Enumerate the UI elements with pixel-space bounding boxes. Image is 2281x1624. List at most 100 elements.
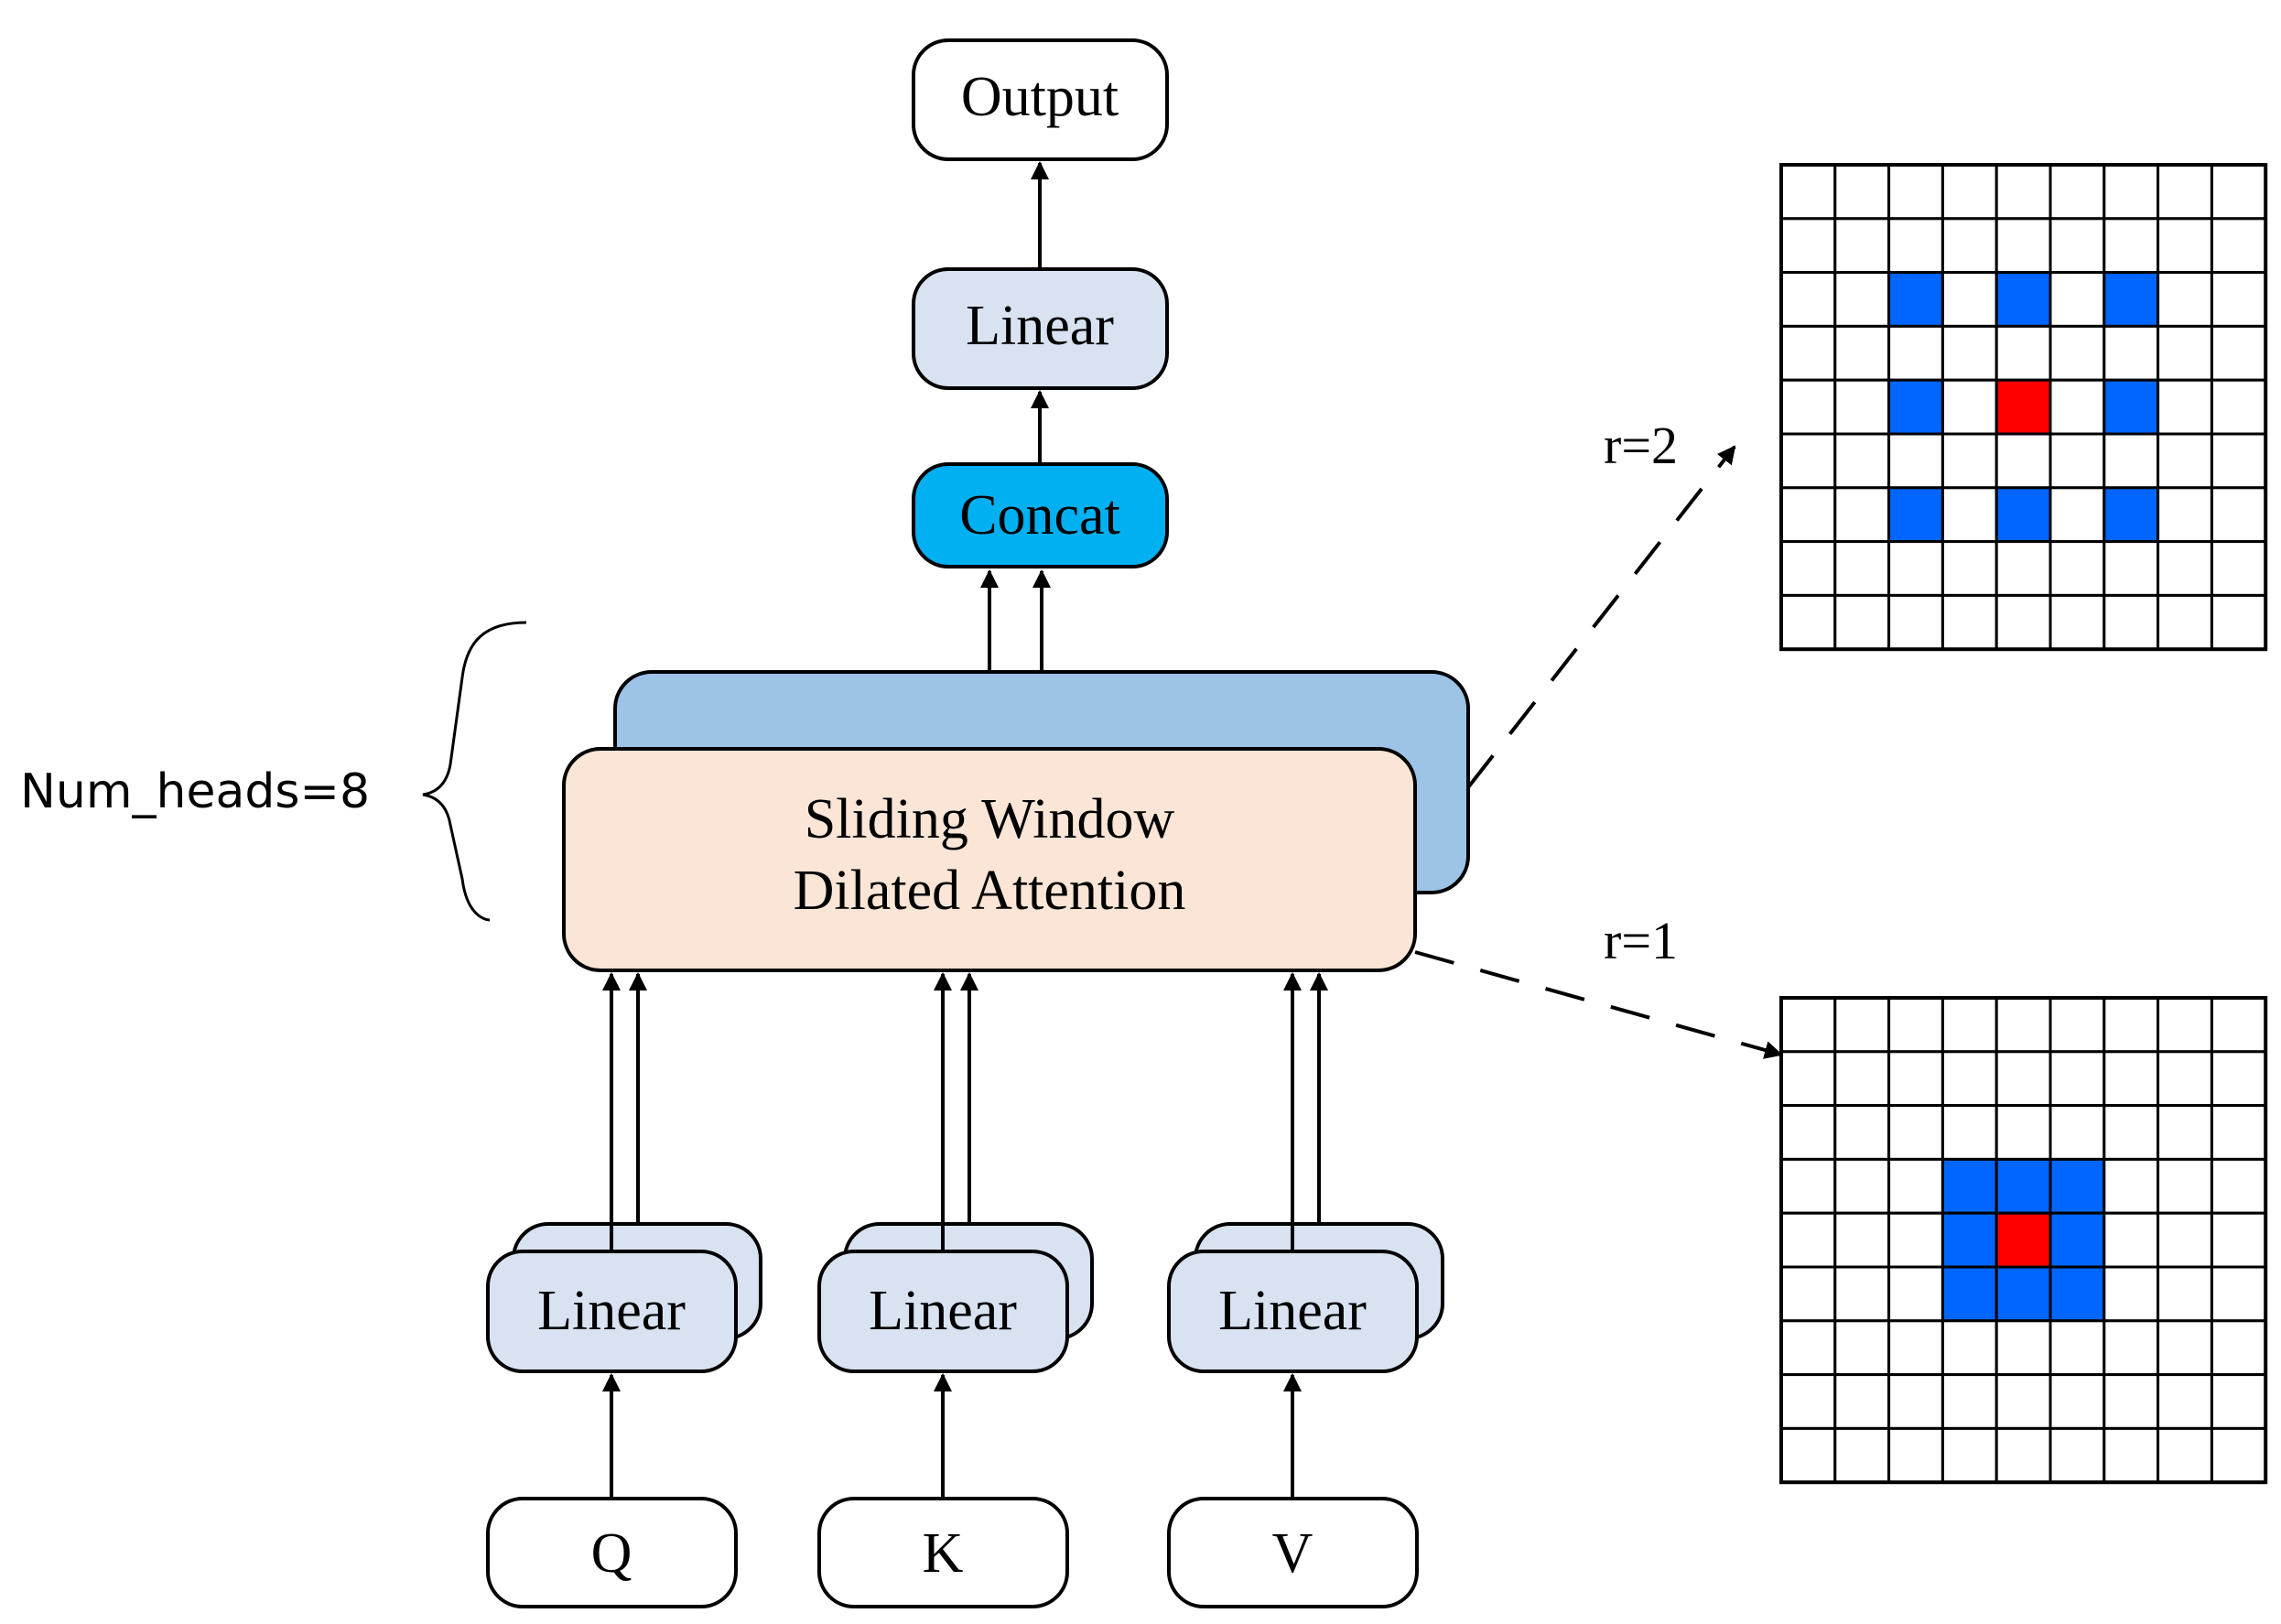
grid-cell-r1 <box>1833 1211 1891 1269</box>
grid-cell-r1 <box>1940 1050 1998 1108</box>
grid-cell-r2 <box>2157 540 2213 597</box>
grid-cell-r2 <box>1995 593 2052 651</box>
grid-cell-r1 <box>1779 1050 1837 1108</box>
grid-cell-r2 <box>1995 540 2052 597</box>
grid-cell-neighbor-r2 <box>1887 271 1944 328</box>
grid-cell-r1 <box>1833 1104 1891 1161</box>
grid-cell-r2 <box>2210 540 2267 597</box>
grid-cell-r2 <box>1779 593 1837 651</box>
grid-cell-r1 <box>2210 1211 2267 1269</box>
grid-cell-r2 <box>1940 432 1998 490</box>
grid-cell-r1 <box>2049 1426 2106 1484</box>
grid-cell-r2 <box>1833 271 1891 328</box>
grid-cell-r2 <box>1995 324 2052 382</box>
grid-cell-r2 <box>1833 486 1891 544</box>
grid-cell-r2 <box>1833 217 1891 275</box>
grid-cell-r1 <box>2157 996 2213 1054</box>
grid-cell-r1 <box>1995 1104 2052 1161</box>
grid-cell-r1 <box>1779 1426 1837 1484</box>
grid-cell-r1 <box>1995 1373 2052 1430</box>
output-label: Output <box>961 66 1119 128</box>
grid-cell-r1 <box>2210 996 2267 1054</box>
grid-cell-r1 <box>1887 1373 1944 1430</box>
linear-k-node: Linear <box>817 1250 1069 1373</box>
grid-cell-r1 <box>1887 996 1944 1054</box>
grid-cell-r1 <box>2049 996 2106 1054</box>
grid-cell-r1 <box>2210 1426 2267 1484</box>
linear-top-node: Linear <box>912 267 1169 390</box>
grid-cell-r1 <box>1995 1426 2052 1484</box>
grid-cell-r1 <box>1833 1050 1891 1108</box>
grid-cell-r1 <box>1833 1157 1891 1215</box>
grid-cell-r2 <box>1995 163 2052 221</box>
grid-cell-r1 <box>1779 1319 1837 1377</box>
grid-cell-r2 <box>1833 163 1891 221</box>
grid-cell-r2 <box>1887 432 1944 490</box>
q-label: Q <box>591 1522 632 1585</box>
grid-cell-r1 <box>2103 1265 2160 1323</box>
grid-cell-r1 <box>1887 1265 1944 1323</box>
grid-cell-r1 <box>2157 1319 2213 1377</box>
grid-cell-neighbor-r2 <box>2103 271 2160 328</box>
grid-cell-r1 <box>2049 1373 2106 1430</box>
num-heads-brace <box>422 621 527 922</box>
num-heads-label: Num_heads=8 <box>20 764 370 819</box>
grid-cell-center-r1 <box>1995 1211 2052 1269</box>
grid-cell-r1 <box>1995 1319 2052 1377</box>
grid-cell-r2 <box>1779 486 1837 544</box>
output-node: Output <box>912 38 1169 161</box>
grid-cell-r1 <box>2049 1319 2106 1377</box>
dilation-grid-r2 <box>1779 163 2268 652</box>
grid-cell-r2 <box>1887 217 1944 275</box>
grid-cell-r1 <box>1887 1319 1944 1377</box>
grid-cell-r1 <box>1887 1050 1944 1108</box>
grid-cell-r1 <box>2103 1373 2160 1430</box>
grid-cell-r2 <box>1779 217 1837 275</box>
grid-cell-r2 <box>2049 217 2106 275</box>
grid-cell-r2 <box>1779 271 1837 328</box>
grid-cell-r1 <box>1779 1104 1837 1161</box>
linear-top-label: Linear <box>966 295 1114 357</box>
grid-cell-r2 <box>1887 593 1944 651</box>
k-input-node: K <box>817 1497 1069 1608</box>
linear-v-node: Linear <box>1167 1250 1419 1373</box>
grid-cell-r1 <box>1779 1157 1837 1215</box>
grid-cell-r1 <box>2157 1265 2213 1323</box>
grid-cell-r2 <box>2049 486 2106 544</box>
grid-cell-r1 <box>2157 1104 2213 1161</box>
grid-cell-r1 <box>1779 1211 1837 1269</box>
grid-cell-r2 <box>2157 163 2213 221</box>
grid-cell-r2 <box>2210 593 2267 651</box>
grid-cell-r2 <box>2210 486 2267 544</box>
grid-cell-r2 <box>1995 217 2052 275</box>
grid-cell-r2 <box>1833 324 1891 382</box>
grid-cell-r2 <box>1940 217 1998 275</box>
grid-cell-neighbor-r1 <box>1940 1157 1998 1215</box>
grid-cell-r1 <box>2103 1104 2160 1161</box>
grid-cell-r2 <box>1833 593 1891 651</box>
grid-cell-r1 <box>1940 1373 1998 1430</box>
grid-cell-r1 <box>2103 996 2160 1054</box>
grid-cell-r2 <box>1940 486 1998 544</box>
grid-cell-r2 <box>2157 486 2213 544</box>
grid-cell-r2 <box>1940 163 1998 221</box>
concat-node: Concat <box>912 462 1169 568</box>
grid-cell-r2 <box>2157 324 2213 382</box>
grid-cell-r1 <box>1995 1050 2052 1108</box>
grid-cell-neighbor-r2 <box>1995 271 2052 328</box>
grid-cell-r2 <box>1995 432 2052 490</box>
grid-cell-r2 <box>2103 217 2160 275</box>
grid-cell-r1 <box>2210 1157 2267 1215</box>
grid-cell-r2 <box>2049 163 2106 221</box>
grid-cell-r2 <box>2049 540 2106 597</box>
grid-cell-r2 <box>1940 593 1998 651</box>
grid-cell-r1 <box>1779 996 1837 1054</box>
grid-cell-r1 <box>1833 1426 1891 1484</box>
grid-cell-center-r2 <box>1995 378 2052 436</box>
grid-cell-r1 <box>1995 996 2052 1054</box>
dilation-grid-r1 <box>1779 996 2268 1485</box>
grid-cell-r1 <box>2210 1104 2267 1161</box>
linear-v-label: Linear <box>1218 1280 1367 1342</box>
